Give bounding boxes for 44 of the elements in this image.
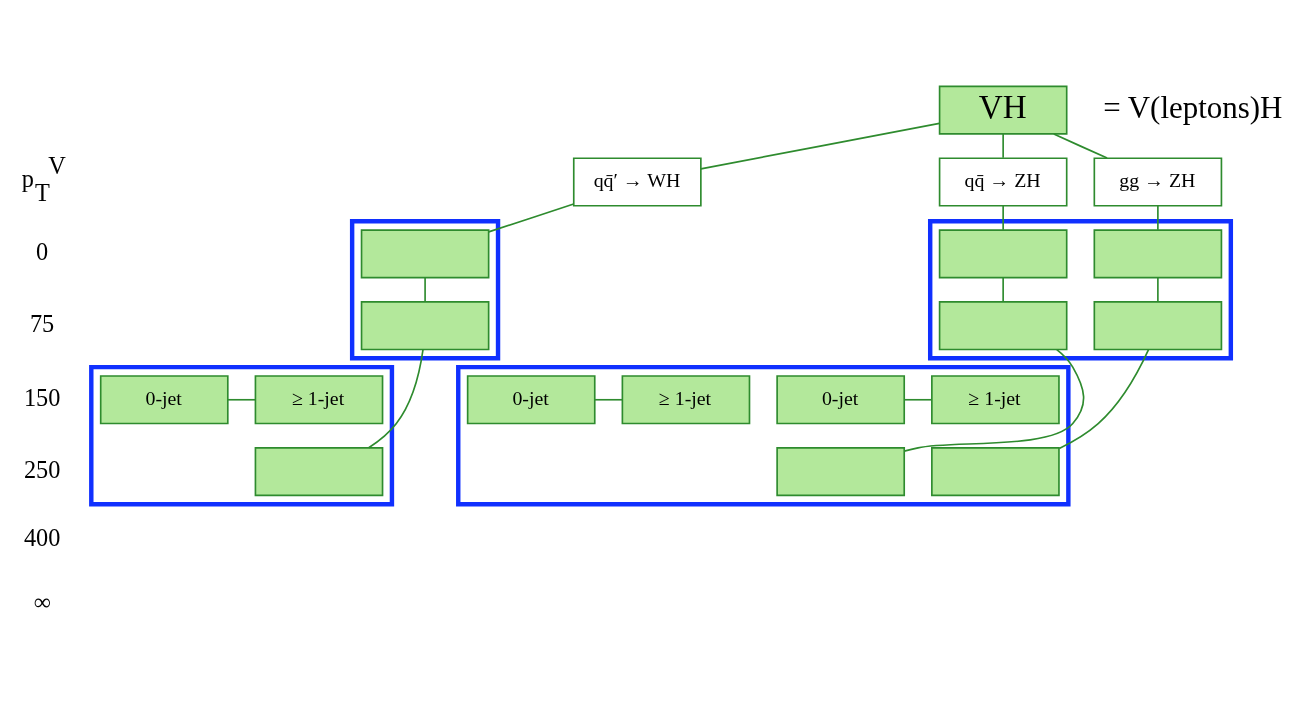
node-box: 0-jet [466, 375, 596, 425]
connector [227, 398, 257, 401]
connector [424, 276, 426, 303]
node-box [360, 229, 490, 279]
node-box: gg → ZH [1093, 157, 1223, 207]
connector [903, 398, 933, 401]
node-box: ≥ 1-jet [621, 375, 751, 425]
cluster [349, 219, 501, 361]
connector [700, 122, 941, 170]
label: 250 [23, 455, 61, 483]
node-box: ≥ 1-jet [931, 375, 1060, 425]
node-box [1093, 229, 1223, 279]
label: 75 [29, 309, 55, 337]
connector [594, 398, 624, 401]
connector [1002, 133, 1004, 159]
connector [1053, 133, 1108, 159]
node-box [360, 301, 490, 351]
label: 150 [23, 383, 61, 411]
node-box: qq̄′ → WH [572, 157, 702, 207]
node-box: ≥ 1-jet [254, 375, 384, 425]
node-label: = V(leptons)H [1103, 89, 1283, 125]
cluster [89, 364, 395, 507]
connector [1002, 205, 1004, 231]
node-box: 0-jet [776, 375, 906, 425]
connector [1157, 205, 1159, 231]
label: ∞ [33, 587, 52, 615]
node-box [938, 301, 1068, 351]
cluster [928, 219, 1234, 361]
node-box: VH [938, 85, 1068, 135]
connector [1058, 349, 1150, 450]
connector [487, 203, 575, 233]
node-box [254, 447, 384, 497]
node-box: qq̄ → ZH [938, 157, 1068, 207]
cluster [456, 364, 1071, 507]
node-box [1093, 301, 1223, 351]
connector [1002, 276, 1004, 303]
connector [1157, 276, 1159, 303]
node-box [931, 447, 1060, 497]
connector [367, 348, 424, 449]
label: 0 [36, 238, 49, 266]
label: 400 [23, 523, 61, 551]
node-box [938, 229, 1068, 279]
node-box: 0-jet [99, 375, 229, 425]
node-box [776, 447, 906, 497]
